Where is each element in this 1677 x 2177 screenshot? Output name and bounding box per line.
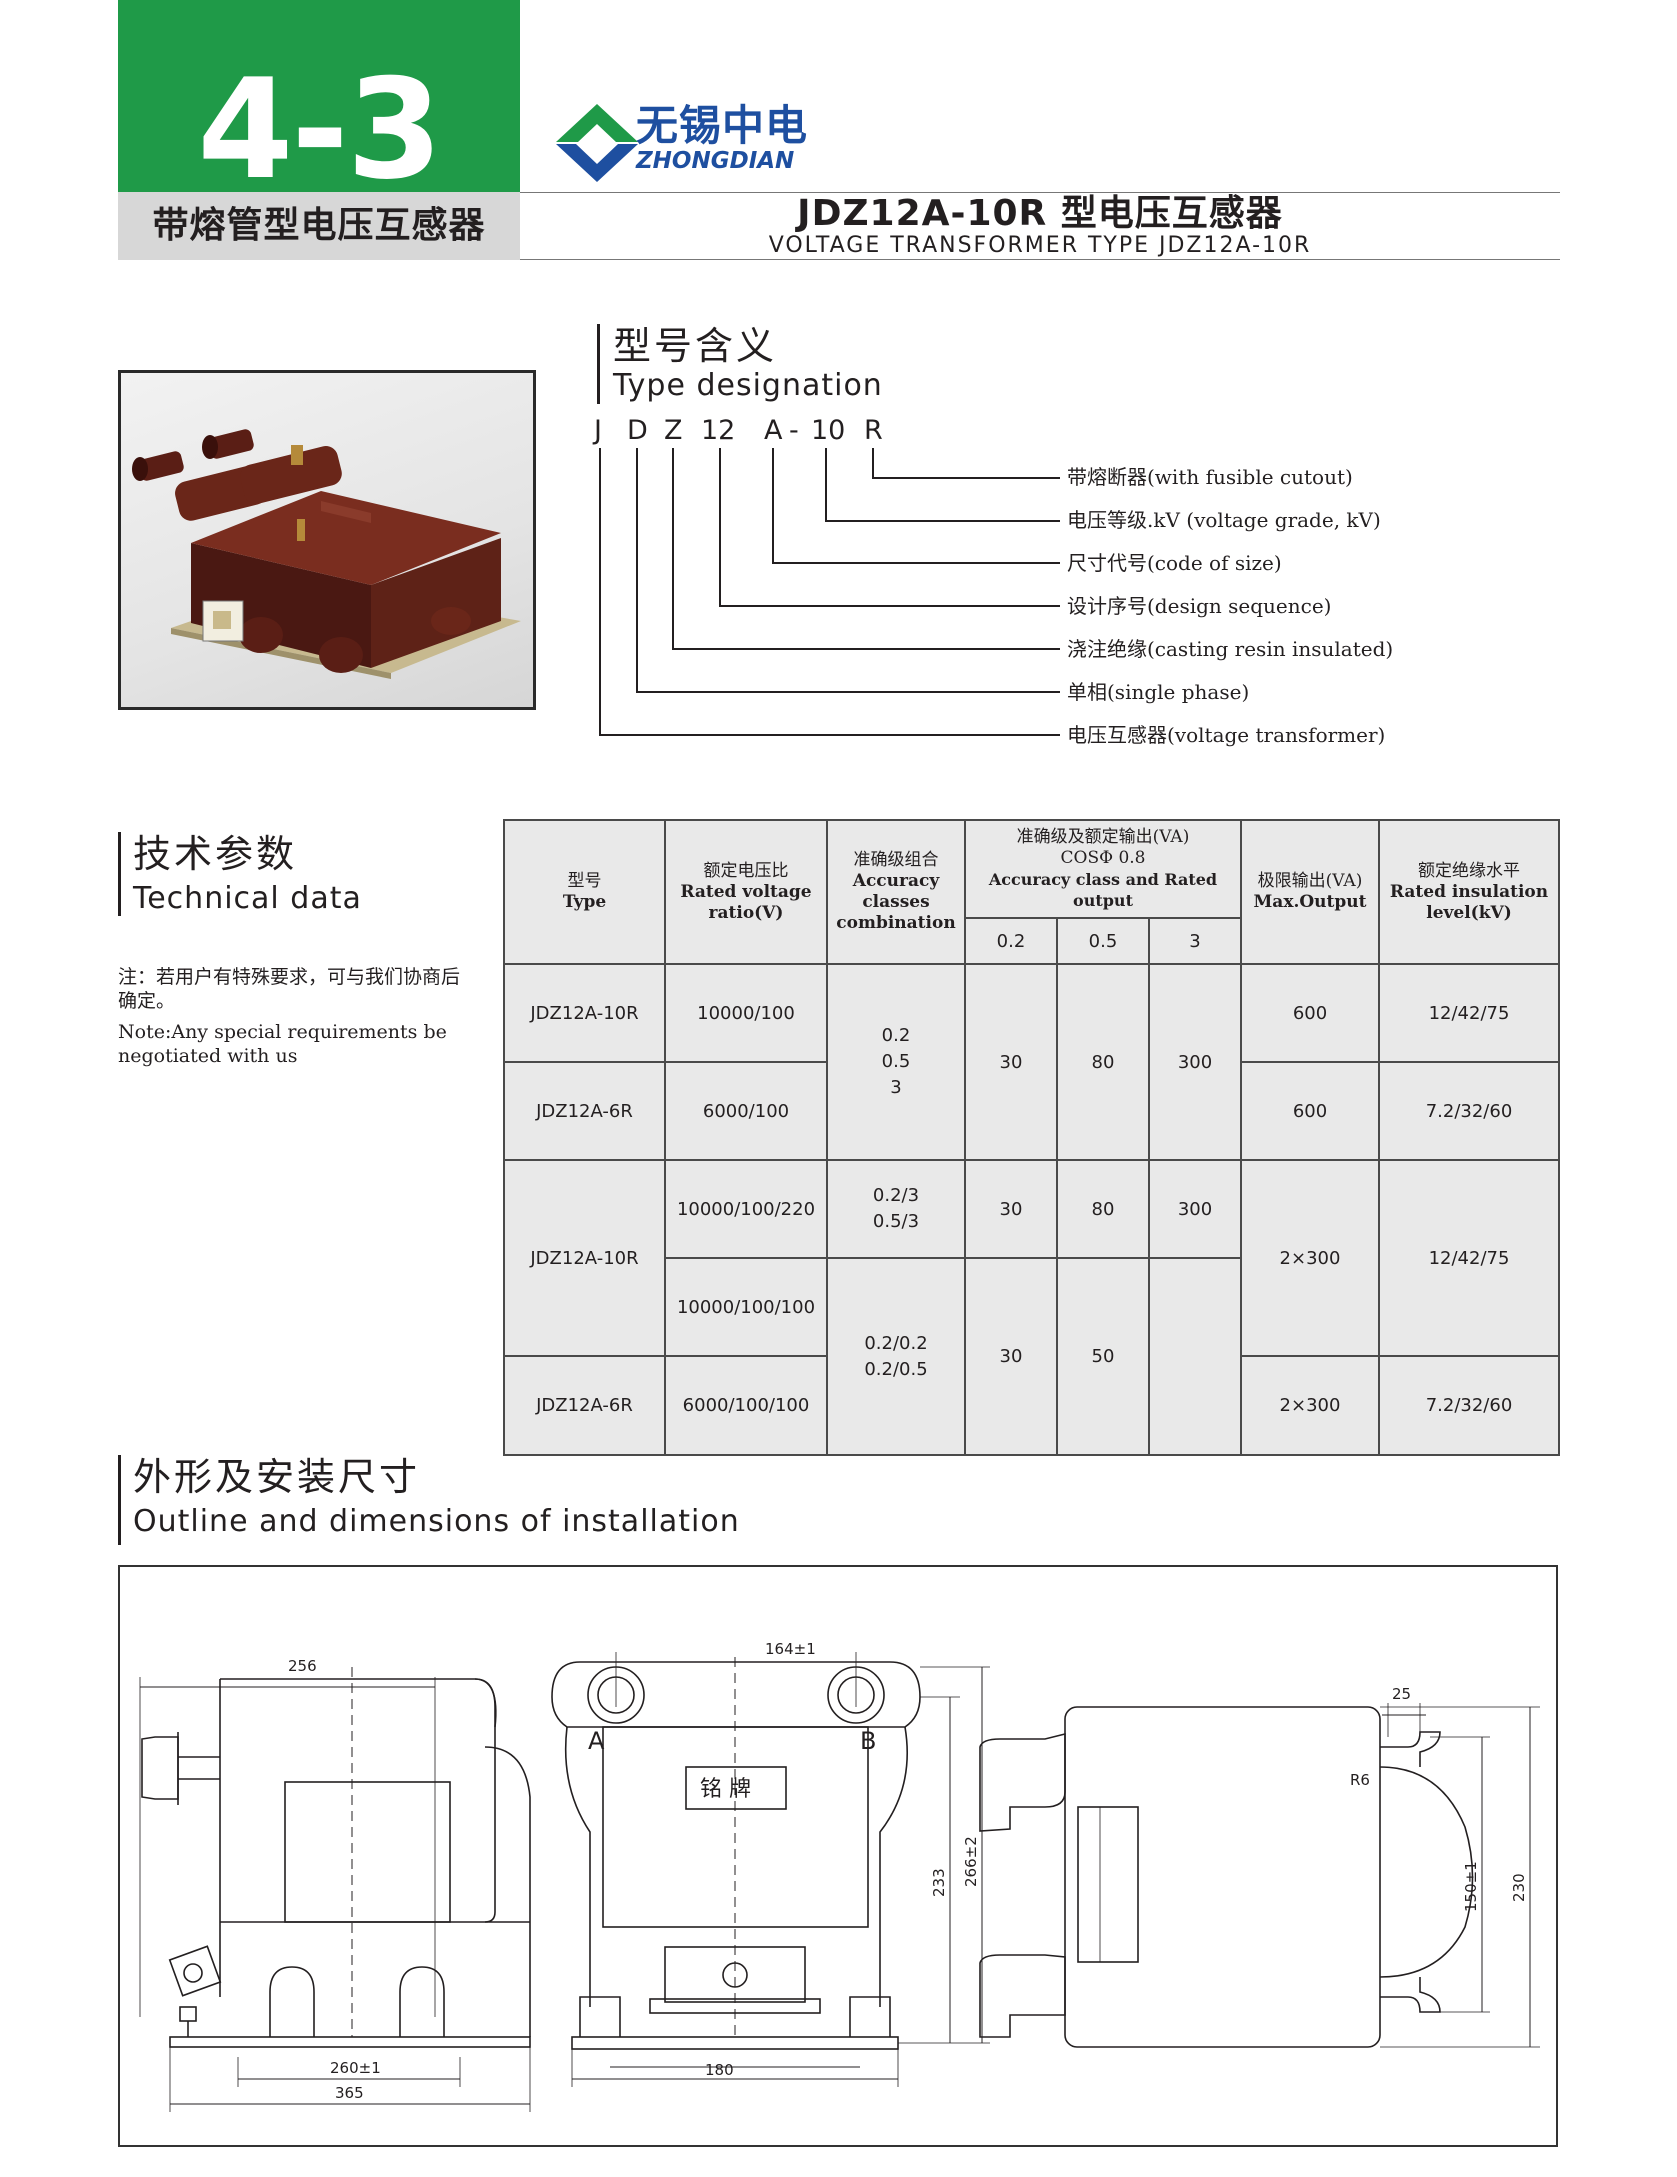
cell-output-0.5: 80 — [1056, 1159, 1150, 1259]
dim-365: 365 — [335, 2084, 364, 2102]
brand-name-cn: 无锡中电 — [636, 101, 809, 150]
cell-type: JDZ12A-10R — [503, 1159, 666, 1357]
dim-25: 25 — [1392, 1685, 1411, 1703]
code-design-seq: 12 — [701, 415, 736, 446]
designation-item: 设计序号(design sequence) — [1067, 594, 1332, 618]
product-photo — [118, 370, 536, 710]
header-class-0.5: 0.5 — [1056, 917, 1150, 965]
terminal-label-b: B — [860, 1727, 876, 1755]
designation-heading-bar — [597, 324, 600, 404]
designation-item: 电压等级.kV (voltage grade, kV) — [1067, 508, 1381, 532]
cell-max-output: 2×300 — [1240, 1159, 1380, 1357]
technical-heading-cn: 技术参数 — [133, 832, 298, 876]
cell-output-0.5: 80 — [1056, 963, 1150, 1161]
cell-type: JDZ12A-6R — [503, 1061, 666, 1161]
cell-ratio: 10000/100/220 — [664, 1159, 828, 1259]
cell-output-3: 300 — [1148, 963, 1242, 1161]
cell-insulation: 7.2/32/60 — [1378, 1355, 1560, 1456]
section-subtitle: 带熔管型电压互感器 — [152, 205, 486, 246]
cell-accuracy: 0.2/3 0.5/3 — [826, 1159, 966, 1259]
cell-insulation: 7.2/32/60 — [1378, 1061, 1560, 1161]
designation-item: 电压互感器(voltage transformer) — [1067, 723, 1386, 747]
terminal-label-a: A — [588, 1727, 605, 1755]
cell-output-0.5: 50 — [1056, 1257, 1150, 1456]
page-title-cn: JDZ12A-10R 型电压互感器 — [797, 193, 1283, 234]
brand-name-en: ZHONGDIAN — [636, 148, 795, 174]
code-letter-a: A — [764, 415, 783, 446]
header-max-output: 极限输出(VA)Max.Output — [1240, 819, 1380, 965]
header-rule-top — [520, 192, 1560, 193]
code-letter-r: R — [864, 415, 883, 446]
cell-ratio: 10000/100/100 — [664, 1257, 828, 1357]
dim-180: 180 — [705, 2061, 734, 2079]
dim-256: 256 — [288, 1657, 317, 1675]
cell-accuracy: 0.2/0.2 0.2/0.5 — [826, 1257, 966, 1456]
top-view — [979, 1703, 1540, 2048]
designation-leader-lines — [599, 448, 1060, 736]
dim-230: 230 — [1510, 1873, 1528, 1902]
note-cn: 注：若用户有特殊要求，可与我们协商后确定。 — [118, 966, 461, 1012]
section-banner — [118, 0, 520, 192]
side-view — [139, 1667, 531, 2112]
nameplate-label: 铭 牌 — [700, 1777, 751, 1802]
dim-260: 260±1 — [330, 2059, 381, 2077]
outline-drawing: 256 260±1 365 — [118, 1565, 1558, 2147]
code-dash: - — [789, 415, 799, 446]
voltage-transformer-image — [132, 429, 521, 679]
cell-accuracy: 0.2 0.5 3 — [826, 963, 966, 1161]
designation-heading-en: Type designation — [613, 368, 883, 403]
code-letter-j: J — [594, 415, 602, 446]
designation-item: 单相(single phase) — [1067, 680, 1250, 704]
dimension-drawing: 256 260±1 365 — [139, 1640, 1540, 2112]
page-title-en: VOLTAGE TRANSFORMER TYPE JDZ12A-10R — [768, 233, 1312, 258]
dim-150: 150±1 — [1462, 1861, 1480, 1912]
designation-item: 尺寸代号(code of size) — [1067, 551, 1282, 575]
cell-max-output: 600 — [1240, 963, 1380, 1063]
cell-insulation: 12/42/75 — [1378, 963, 1560, 1063]
designation-heading-cn: 型号含义 — [613, 324, 778, 368]
dim-233: 233 — [930, 1868, 948, 1897]
dim-r6: R6 — [1350, 1771, 1370, 1789]
outline-heading-en: Outline and dimensions of installation — [133, 1504, 740, 1539]
cell-output-3: 300 — [1148, 1159, 1242, 1259]
zhongdian-logo-icon — [556, 104, 638, 182]
dim-164: 164±1 — [765, 1640, 816, 1658]
cell-output-3 — [1148, 1257, 1242, 1456]
header-class-3: 3 — [1148, 917, 1242, 965]
designation-item: 浇注绝缘(casting resin insulated) — [1067, 637, 1394, 661]
header-rule-bottom — [520, 259, 1560, 260]
cell-type: JDZ12A-6R — [503, 1355, 666, 1456]
cell-insulation: 12/42/75 — [1378, 1159, 1560, 1357]
dim-266: 266±2 — [962, 1836, 980, 1887]
designation-item: 带熔断器(with fusible cutout) — [1067, 465, 1353, 489]
section-number: 4-3 — [197, 49, 442, 210]
cell-output-0.2: 30 — [964, 1257, 1058, 1456]
cell-ratio: 10000/100 — [664, 963, 828, 1063]
front-view — [551, 1652, 990, 2087]
note-en: Note:Any special requirements be negotia… — [118, 1021, 447, 1067]
cell-type: JDZ12A-10R — [503, 963, 666, 1063]
cell-ratio: 6000/100/100 — [664, 1355, 828, 1456]
cell-max-output: 2×300 — [1240, 1355, 1380, 1456]
cell-max-output: 600 — [1240, 1061, 1380, 1161]
code-letter-z: Z — [664, 415, 683, 446]
outline-heading-bar — [118, 1455, 121, 1545]
outline-heading-cn: 外形及安装尺寸 — [133, 1455, 421, 1499]
header-class-0.2: 0.2 — [964, 917, 1058, 965]
section-subtitle-band — [118, 192, 520, 260]
cell-output-0.2: 30 — [964, 963, 1058, 1161]
technical-heading-bar — [118, 832, 121, 916]
code-letter-d: D — [627, 415, 648, 446]
code-voltage-grade: 10 — [811, 415, 846, 446]
cell-output-0.2: 30 — [964, 1159, 1058, 1259]
technical-heading-en: Technical data — [133, 881, 362, 916]
cell-ratio: 6000/100 — [664, 1061, 828, 1161]
